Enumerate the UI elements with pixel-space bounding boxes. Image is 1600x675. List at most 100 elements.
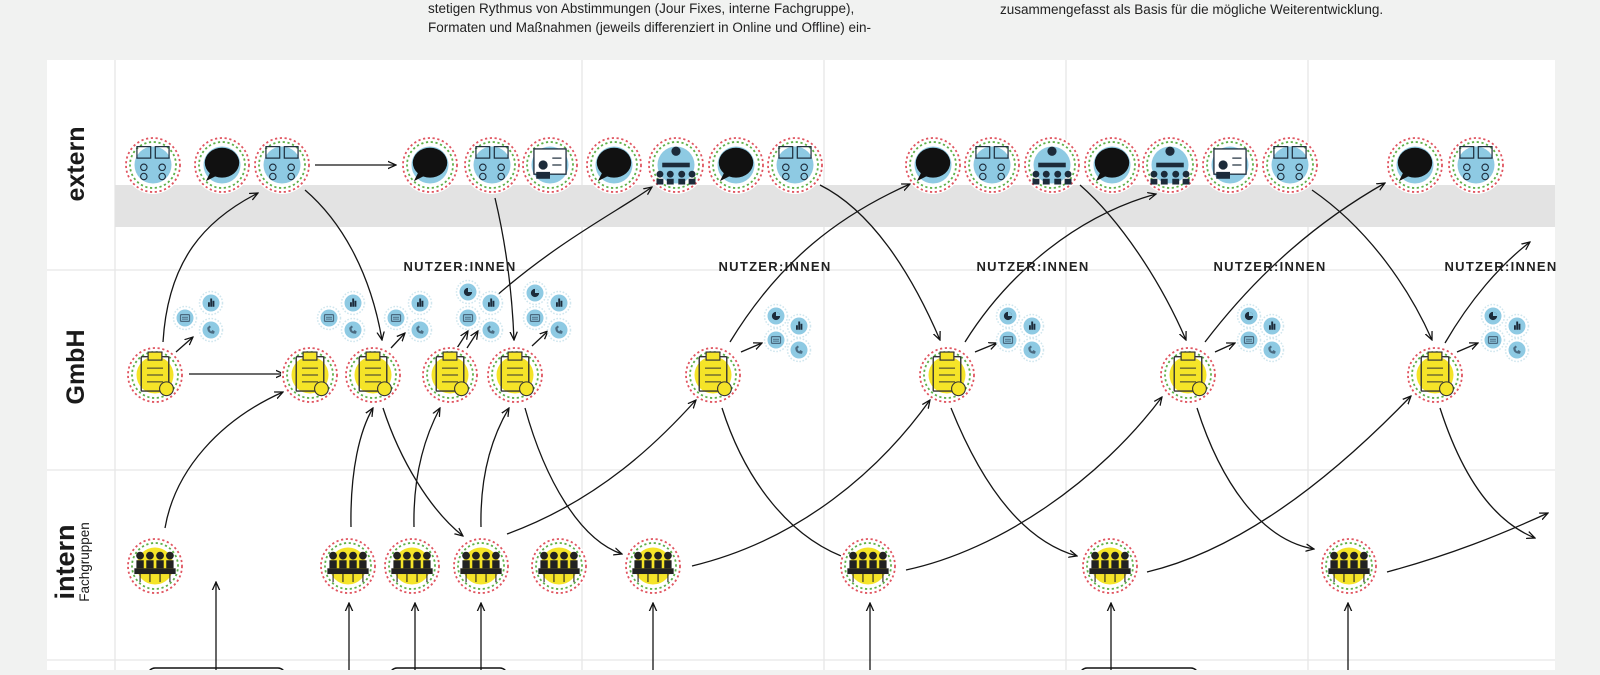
nutzer-label-5: NUTZER:INNEN: [1444, 259, 1558, 274]
chat-icon: [193, 136, 251, 194]
phone-icon: [478, 317, 504, 343]
flow-arrow-15: [382, 407, 463, 536]
flow-arrow-32: [531, 331, 548, 347]
flow-arrow-8: [1204, 183, 1385, 343]
flow-arrow-9: [1311, 189, 1432, 340]
format-icon: [124, 136, 182, 194]
pie-icon: [995, 303, 1021, 329]
tablet-icon: [995, 327, 1021, 353]
chart-icon: [786, 313, 812, 339]
clipboard-icon: [421, 346, 479, 404]
lane-label-intern-main: intern: [50, 524, 80, 600]
nutzer-label-1: NUTZER:INNEN: [403, 259, 517, 274]
presentation-icon: [1201, 136, 1259, 194]
lane-label-gmbh: GmbH: [62, 329, 90, 405]
intro-text-right: zusammengefasst als Basis für die möglic…: [1000, 0, 1383, 19]
flow-arrow-28: [175, 337, 193, 353]
pie-icon: [522, 280, 548, 306]
flow-arrow-6: [964, 194, 1156, 343]
flow-arrow-30: [456, 331, 468, 349]
bottom-box-1: [389, 667, 508, 675]
flow-arrow-2: [494, 197, 514, 340]
flow-arrow-36: [1456, 343, 1478, 353]
nutzer-label-2: NUTZER:INNEN: [718, 259, 832, 274]
team-icon: [1081, 537, 1139, 595]
chat-icon: [1386, 136, 1444, 194]
phone-icon: [340, 317, 366, 343]
flow-arrow-31: [466, 331, 478, 349]
pie-icon: [763, 303, 789, 329]
flow-arrow-22: [1146, 396, 1411, 573]
flow-arrow-13: [413, 408, 440, 528]
pie-icon: [1480, 303, 1506, 329]
tablet-icon: [522, 305, 548, 331]
team-icon: [839, 537, 897, 595]
team-icon: [624, 537, 682, 595]
flow-arrow-21: [950, 407, 1077, 556]
team-icon: [383, 537, 441, 595]
bottom-box-2: [1079, 667, 1199, 675]
flow-arrow-19: [721, 407, 852, 560]
process-diagram: extern GmbH intern Fachgruppen NUTZER:IN…: [47, 60, 1556, 675]
chart-icon: [198, 290, 224, 316]
tablet-icon: [383, 305, 409, 331]
tablet-icon: [1480, 327, 1506, 353]
team-icon: [530, 537, 588, 595]
clipboard-icon: [126, 346, 184, 404]
intro-left-line-1: stetigen Rythmus von Abstimmungen (Jour …: [428, 1, 855, 16]
format-icon: [766, 136, 824, 194]
chart-icon: [1019, 313, 1045, 339]
flow-arrow-4: [819, 184, 940, 340]
chart-icon: [546, 290, 572, 316]
tablet-icon: [172, 305, 198, 331]
flow-arrow-23: [1196, 407, 1314, 549]
format-icon: [1261, 136, 1319, 194]
flow-arrow-18: [691, 400, 930, 567]
team-icon: [1320, 537, 1378, 595]
nutzer-band: [115, 185, 1555, 227]
tablet-icon: [316, 305, 342, 331]
pie-icon: [1236, 303, 1262, 329]
phone-icon: [1504, 337, 1530, 363]
flow-arrow-33: [740, 343, 762, 353]
intro-left-line-2: Formaten und Maßnahmen (jeweils differen…: [428, 20, 871, 35]
flow-arrow-34: [974, 343, 997, 353]
chat-icon: [904, 136, 962, 194]
chat-icon: [585, 136, 643, 194]
tablet-icon: [455, 305, 481, 331]
flow-arrow-3: [494, 187, 652, 298]
flow-arrow-10: [1444, 242, 1530, 344]
workshop-icon: [1141, 136, 1199, 194]
clipboard-icon: [344, 346, 402, 404]
flow-arrow-29: [390, 333, 405, 349]
phone-icon: [786, 337, 812, 363]
format-icon: [463, 136, 521, 194]
phone-icon: [198, 317, 224, 343]
clipboard-icon: [684, 346, 742, 404]
nutzer-label-3: NUTZER:INNEN: [976, 259, 1090, 274]
phone-icon: [1019, 337, 1045, 363]
phone-icon: [1259, 337, 1285, 363]
chart-icon: [407, 290, 433, 316]
team-icon: [126, 537, 184, 595]
clipboard-icon: [918, 346, 976, 404]
team-icon: [319, 537, 377, 595]
intro-right-line-1: zusammengefasst als Basis für die möglic…: [1000, 2, 1384, 17]
clipboard-icon: [1159, 346, 1217, 404]
flow-arrow-35: [1214, 343, 1235, 353]
flow-arrow-7: [1079, 184, 1186, 340]
tablet-icon: [763, 327, 789, 353]
flow-arrow-1: [304, 189, 382, 340]
chart-icon: [340, 290, 366, 316]
format-icon: [1447, 136, 1505, 194]
clipboard-icon: [1406, 346, 1464, 404]
chat-icon: [401, 136, 459, 194]
workshop-icon: [1023, 136, 1081, 194]
flow-arrow-0: [162, 193, 258, 343]
flow-arrow-16: [506, 400, 696, 535]
lane-label-intern: intern Fachgruppen: [50, 507, 97, 617]
workshop-icon: [647, 136, 705, 194]
bottom-box-0: [147, 667, 286, 675]
flow-arrow-5: [729, 184, 910, 343]
phone-icon: [407, 317, 433, 343]
